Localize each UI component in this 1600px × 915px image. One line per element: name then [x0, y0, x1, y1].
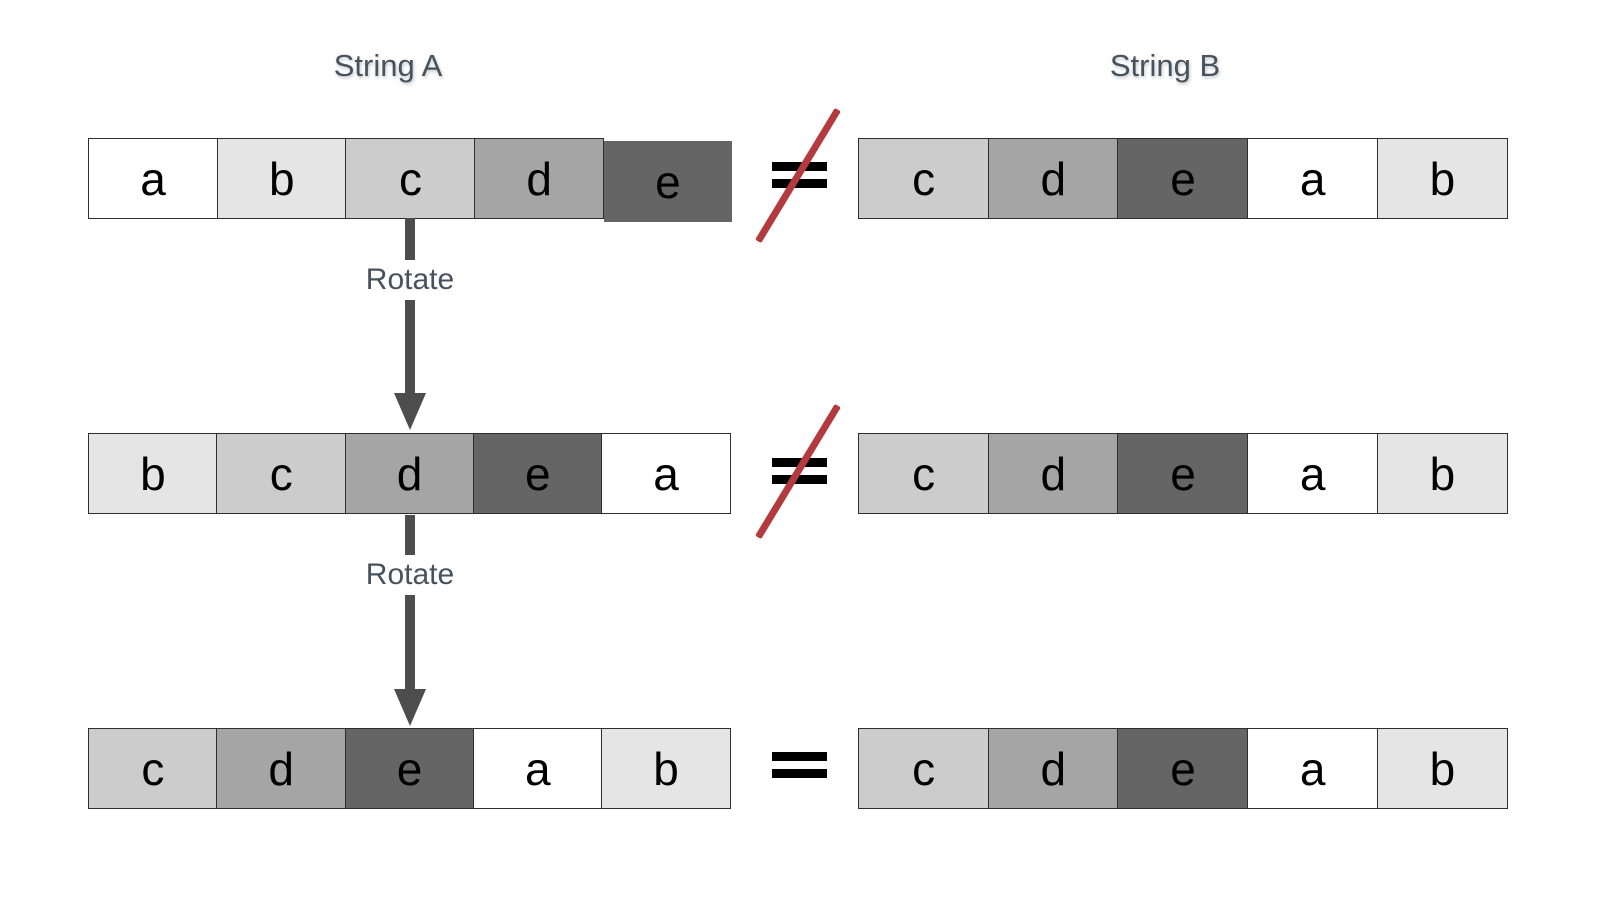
not-equal-sign-2	[743, 401, 853, 541]
cell-a: a	[472, 728, 603, 809]
equals-bar	[772, 769, 827, 778]
cell-c: c	[216, 433, 347, 514]
cell-c: c	[345, 138, 476, 219]
cell-e: e	[1117, 138, 1249, 219]
cell-b: b	[216, 138, 347, 219]
cell-a: a	[88, 138, 219, 219]
cell-a: a	[1247, 433, 1379, 514]
red-slash-icon	[755, 403, 841, 539]
not-equal-sign-1	[743, 105, 853, 245]
cell-d: d	[987, 728, 1119, 809]
cell-c: c	[858, 433, 990, 514]
cell-b: b	[601, 728, 731, 809]
cell-e: e	[1117, 433, 1249, 514]
cell-e: e	[344, 728, 475, 809]
rotate-arrow-1-line	[405, 218, 415, 396]
cell-d: d	[474, 138, 605, 219]
rotate-arrow-1-head-icon	[394, 393, 426, 430]
cell-a: a	[1247, 728, 1379, 809]
cell-c: c	[858, 138, 990, 219]
rotate-arrow-2-line	[405, 515, 415, 692]
cell-c: c	[858, 728, 990, 809]
cell-d: d	[216, 728, 347, 809]
red-slash-icon	[755, 107, 841, 243]
cell-b: b	[1376, 728, 1509, 809]
cell-d: d	[987, 433, 1119, 514]
cell-d: d	[344, 433, 475, 514]
cell-d: d	[987, 138, 1119, 219]
rotate-arrow-2-head-icon	[394, 689, 426, 726]
equals-bar	[772, 752, 827, 761]
cell-b: b	[1376, 433, 1509, 514]
equals-bar	[772, 475, 827, 484]
equals-bar	[772, 179, 827, 188]
string-a-title: String A	[333, 48, 443, 83]
cell-b: b	[1376, 138, 1509, 219]
cell-a: a	[601, 433, 731, 514]
rotate-label-1: Rotate	[355, 260, 465, 300]
rotate-label-2: Rotate	[355, 555, 465, 595]
cell-c: c	[88, 728, 218, 809]
equal-sign	[743, 695, 853, 835]
cell-e: e	[603, 141, 733, 222]
cell-b: b	[88, 433, 218, 514]
cell-e: e	[1117, 728, 1249, 809]
string-b-title: String B	[1109, 48, 1221, 83]
cell-a: a	[1247, 138, 1379, 219]
cell-e: e	[472, 433, 603, 514]
